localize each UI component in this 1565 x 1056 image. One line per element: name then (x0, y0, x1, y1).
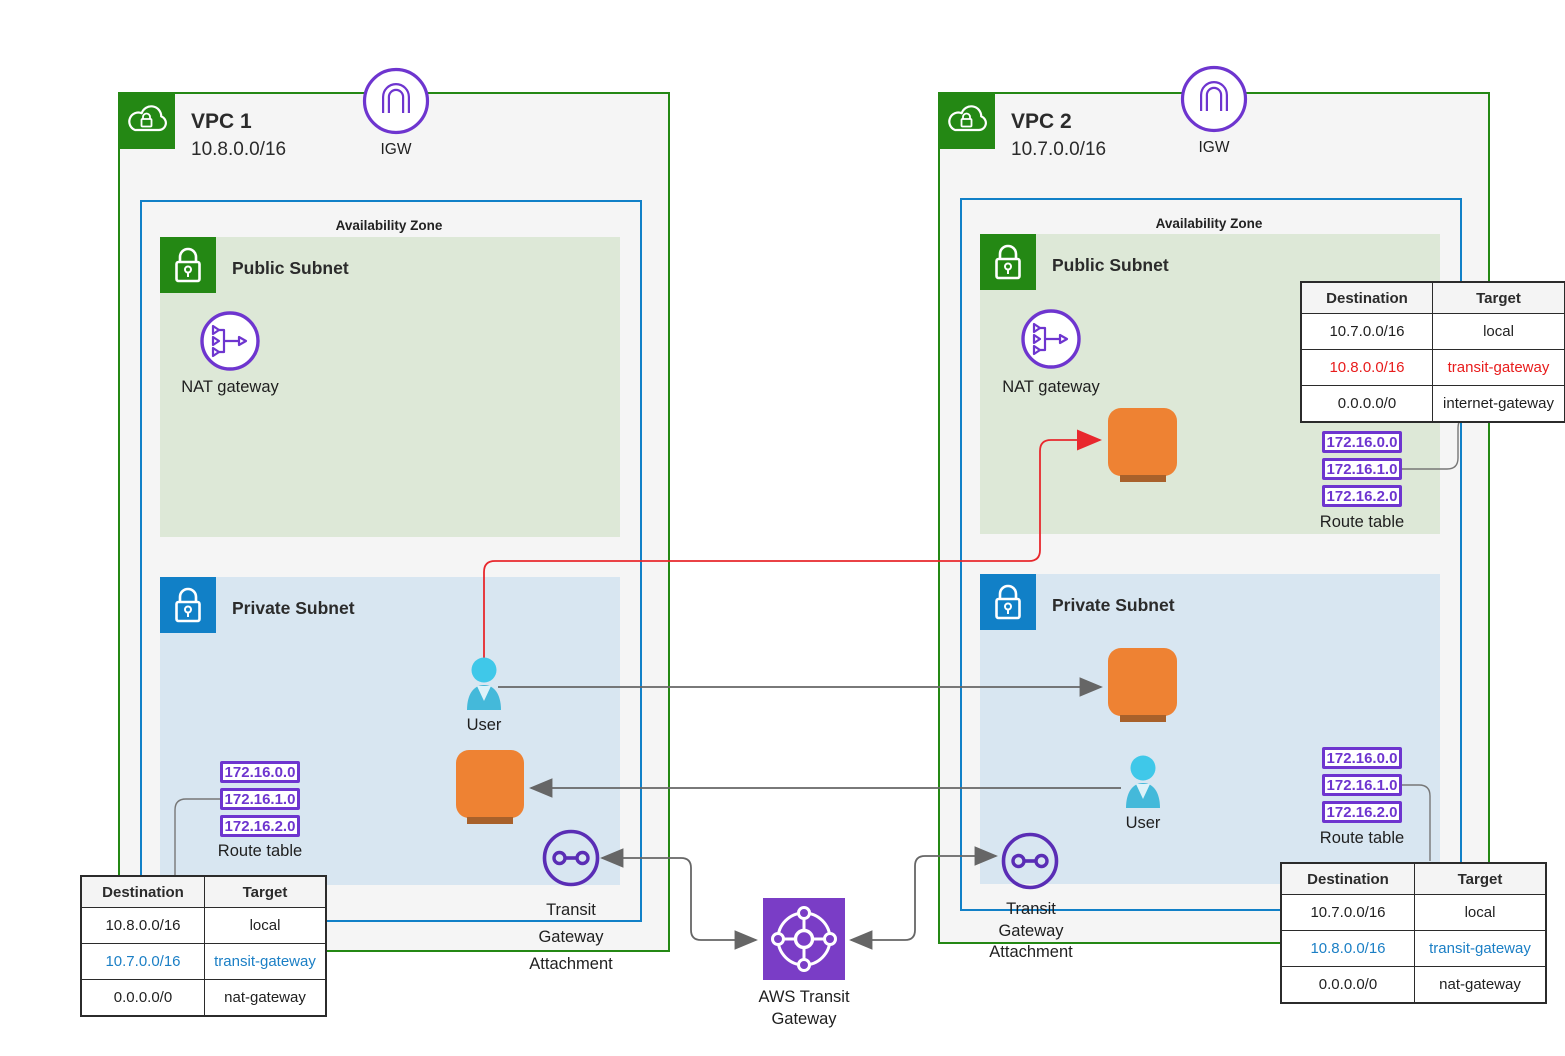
route-entry: 172.16.2.0 (220, 815, 300, 837)
private-subnet-icon (160, 577, 216, 633)
target-cell: internet-gateway (1432, 385, 1564, 421)
label-line: Transit (1006, 900, 1056, 918)
vpc1-cidr: 10.8.0.0/16 (191, 139, 287, 160)
vpc2-title: VPC 2 (1011, 110, 1072, 133)
public-subnet-icon (980, 234, 1036, 290)
vpc1-title: VPC 1 (191, 110, 252, 133)
table-row: 10.8.0.0/16 transit-gateway (1282, 930, 1545, 966)
nat-gateway-icon (1021, 309, 1081, 369)
nat-gateway-icon (200, 311, 260, 371)
instance-shadow-bar (1119, 715, 1166, 722)
internet-gateway-icon (1180, 65, 1248, 133)
vpc2-private-route-table-detail: Destination Target 10.7.0.0/16 local 10.… (1280, 862, 1547, 1004)
ec2-instance (1108, 648, 1177, 722)
target-cell: transit-gateway (1432, 349, 1564, 385)
table-row: 10.8.0.0/16 local (82, 907, 325, 943)
vpc2-nat-label: NAT gateway (1002, 378, 1100, 396)
aws-transit-gateway-icon (763, 898, 845, 980)
vpc2-user-label: User (1125, 814, 1161, 832)
table-row: 0.0.0.0/0 nat-gateway (1282, 966, 1545, 1002)
table-row: 10.7.0.0/16 transit-gateway (82, 943, 325, 979)
label-line: Gateway (771, 1010, 837, 1028)
table-row: 0.0.0.0/0 internet-gateway (1302, 385, 1564, 421)
destination-cell: 10.8.0.0/16 (82, 907, 204, 943)
destination-cell: 0.0.0.0/0 (82, 979, 204, 1015)
table-row: 10.8.0.0/16 transit-gateway (1302, 349, 1564, 385)
vpc2-public-subnet-title: Public Subnet (1052, 255, 1169, 275)
label-line: Transit (546, 901, 596, 919)
aws-transit-gateway-label: AWS Transit Gateway (714, 986, 894, 1030)
label-line: Attachment (989, 943, 1073, 961)
vpc2-public-route-table-label: Route table (1319, 513, 1405, 531)
column-header: Destination (82, 877, 204, 907)
public-subnet-icon (160, 237, 216, 293)
target-cell: transit-gateway (204, 943, 325, 979)
destination-cell: 0.0.0.0/0 (1302, 385, 1432, 421)
target-cell: nat-gateway (1414, 966, 1545, 1002)
label-line: AWS Transit (758, 988, 850, 1006)
target-cell: local (1414, 894, 1545, 930)
route-entry: 172.16.1.0 (220, 788, 300, 810)
private-subnet-icon (980, 574, 1036, 630)
target-cell: local (1432, 313, 1564, 349)
transit-gateway-attachment-icon (542, 829, 600, 887)
destination-cell: 10.8.0.0/16 (1302, 349, 1432, 385)
table-row: 10.7.0.0/16 local (1302, 313, 1564, 349)
vpc1-igw-label: IGW (380, 141, 412, 158)
vpc1-user-label: User (466, 716, 502, 734)
vpc2-private-subnet-title: Private Subnet (1052, 595, 1175, 615)
vpc1-private-subnet-title: Private Subnet (232, 598, 355, 618)
vpc1-route-table-detail: Destination Target 10.8.0.0/16 local 10.… (80, 875, 327, 1017)
column-header: Target (1414, 864, 1545, 894)
vpc-icon (118, 92, 175, 149)
vpc1-route-table-label: Route table (217, 842, 303, 860)
internet-gateway-icon (362, 67, 430, 135)
vpc-icon (938, 92, 995, 149)
vpc2-tgw-attachment-label: Transit Gateway Attachment (951, 899, 1111, 964)
route-entry: 172.16.1.0 (1322, 458, 1402, 480)
column-header: Destination (1302, 283, 1432, 313)
instance-shadow-bar (1119, 475, 1166, 482)
label-line: Attachment (529, 955, 613, 973)
destination-cell: 10.7.0.0/16 (82, 943, 204, 979)
vpc1-public-subnet-title: Public Subnet (232, 258, 349, 278)
vpc1-tgw-attachment-label: Transit Gateway Attachment (491, 897, 651, 978)
destination-cell: 10.8.0.0/16 (1282, 930, 1414, 966)
destination-cell: 10.7.0.0/16 (1302, 313, 1432, 349)
ec2-instance (1108, 408, 1177, 482)
vpc2-private-route-table-label: Route table (1319, 829, 1405, 847)
route-entry: 172.16.2.0 (1322, 485, 1402, 507)
vpc1-nat-label: NAT gateway (181, 378, 279, 396)
table-row: 0.0.0.0/0 nat-gateway (82, 979, 325, 1015)
user-icon (1126, 755, 1160, 808)
destination-cell: 0.0.0.0/0 (1282, 966, 1414, 1002)
label-line: Gateway (538, 928, 604, 946)
vpc2-az-label: Availability Zone (1155, 216, 1263, 231)
route-entry: 172.16.1.0 (1322, 774, 1402, 796)
route-entry: 172.16.0.0 (220, 761, 300, 783)
target-cell: local (204, 907, 325, 943)
route-entry: 172.16.0.0 (1322, 431, 1402, 453)
target-cell: transit-gateway (1414, 930, 1545, 966)
target-cell: nat-gateway (204, 979, 325, 1015)
vpc2-public-route-table-detail: Destination Target 10.7.0.0/16 local 10.… (1300, 281, 1565, 423)
vpc2-igw-label: IGW (1198, 139, 1230, 156)
user-icon (467, 657, 501, 710)
column-header: Destination (1282, 864, 1414, 894)
route-entry: 172.16.0.0 (1322, 747, 1402, 769)
transit-gateway-attachment-icon (1001, 832, 1059, 890)
label-line: Gateway (998, 921, 1064, 940)
ec2-instance (456, 750, 524, 824)
route-entry: 172.16.2.0 (1322, 801, 1402, 823)
vpc2-cidr: 10.7.0.0/16 (1011, 139, 1107, 160)
column-header: Target (1432, 283, 1564, 313)
destination-cell: 10.7.0.0/16 (1282, 894, 1414, 930)
table-row: 10.7.0.0/16 local (1282, 894, 1545, 930)
vpc1-az-label: Availability Zone (335, 218, 443, 233)
column-header: Target (204, 877, 325, 907)
instance-shadow-bar (467, 817, 513, 824)
